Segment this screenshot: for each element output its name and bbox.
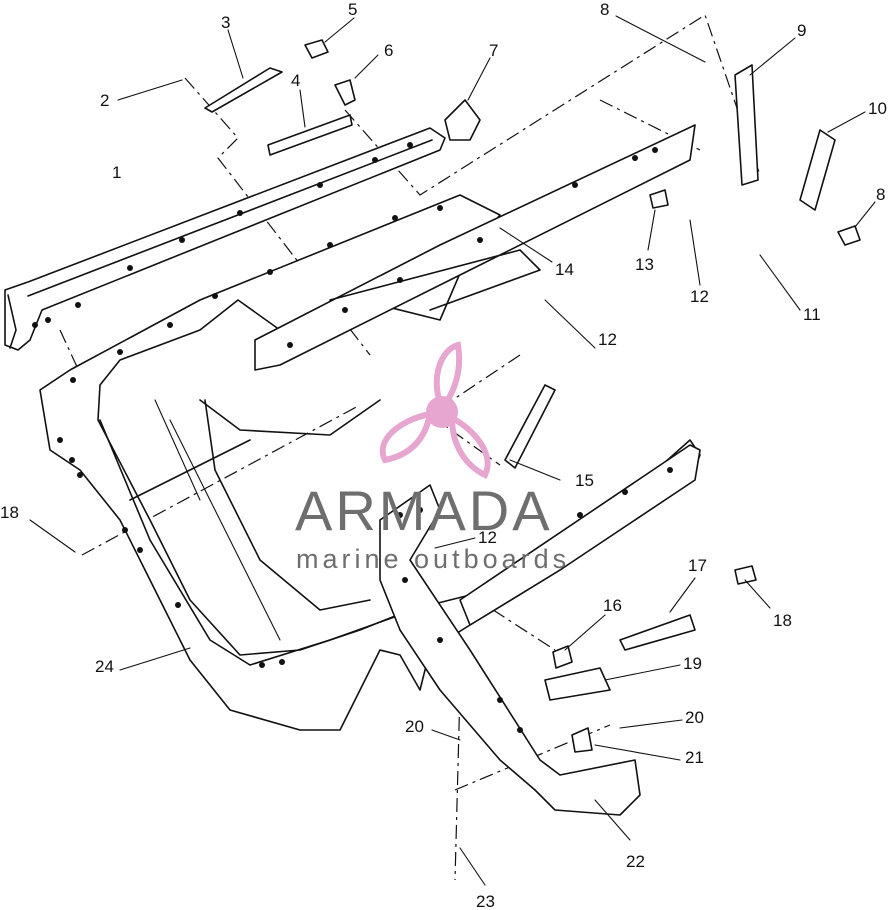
cowl-pan	[39, 194, 701, 731]
cap-18	[734, 565, 757, 585]
callout-6: 6	[384, 41, 393, 60]
callout-3: 3	[221, 13, 230, 32]
callout-5: 5	[348, 0, 357, 19]
cap-8b	[837, 225, 861, 246]
clamp-21	[571, 727, 593, 753]
callout-8b: 8	[876, 185, 885, 204]
callout-8: 8	[600, 0, 609, 19]
callout-19: 19	[683, 654, 702, 673]
callout-11: 11	[803, 305, 821, 324]
watermark: ARMADA marine outboards	[295, 341, 570, 574]
callout-10: 10	[868, 99, 887, 118]
plate-4	[267, 114, 353, 156]
callout-24: 24	[95, 657, 114, 676]
front-panel	[459, 444, 701, 626]
callout-22: 22	[626, 852, 645, 871]
callout-12a: 12	[690, 287, 709, 306]
support-rail	[254, 124, 696, 371]
callout-20b: 20	[685, 708, 704, 727]
upper-rail	[4, 127, 446, 351]
nut-13	[649, 189, 669, 209]
callout-1: 1	[112, 163, 121, 182]
grommet-16	[552, 645, 573, 669]
lower-bracket	[379, 484, 641, 816]
callout-23: 23	[476, 892, 495, 910]
callout-2: 2	[100, 91, 109, 110]
nut-5	[304, 39, 329, 59]
callout-16: 16	[603, 596, 622, 615]
callout-15: 15	[575, 471, 594, 490]
leader-lines	[29, 15, 876, 886]
strap-9	[734, 64, 759, 186]
hardware-parts	[204, 39, 861, 753]
callout-13: 13	[635, 255, 654, 274]
latch-7	[444, 99, 481, 141]
spring-17	[619, 614, 696, 651]
clip-3	[204, 67, 283, 113]
callout-4: 4	[291, 71, 300, 90]
callout-20a: 20	[405, 717, 424, 736]
callout-21: 21	[685, 748, 704, 767]
callout-14: 14	[555, 260, 574, 279]
callout-9: 9	[797, 21, 806, 40]
callout-12b: 12	[598, 330, 617, 349]
callout-12c: 12	[478, 528, 497, 547]
handle-10	[799, 129, 836, 211]
bracket-15	[504, 384, 556, 469]
propeller-logo-icon	[379, 341, 491, 480]
callout-18b: 18	[773, 611, 792, 630]
bolt-6	[334, 79, 356, 106]
hinge-19	[544, 667, 611, 701]
watermark-tagline: marine outboards	[296, 544, 570, 574]
callout-17: 17	[688, 556, 707, 575]
callout-18a: 18	[0, 503, 19, 522]
watermark-brand: ARMADA	[295, 479, 553, 542]
callout-7: 7	[489, 41, 498, 60]
